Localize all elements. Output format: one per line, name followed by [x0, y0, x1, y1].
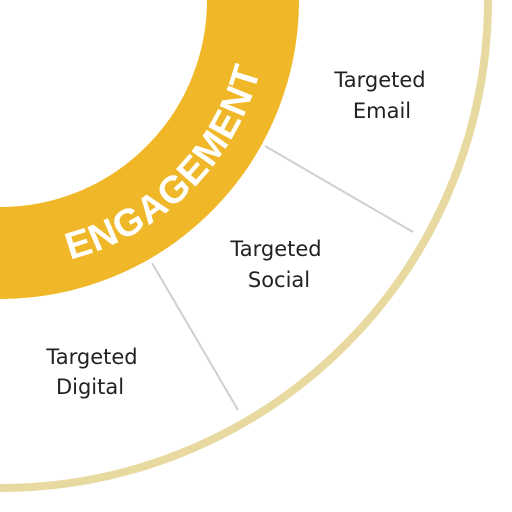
divider-email-social: [264, 145, 414, 233]
segment-digital-line2: Digital: [56, 375, 124, 399]
segment-targeted-social: Targeted Social: [229, 237, 321, 292]
segment-targeted-email: Targeted Email: [333, 68, 425, 123]
segment-email-line1: Targeted: [333, 68, 425, 92]
segment-digital-line1: Targeted: [45, 345, 137, 369]
divider-social-digital: [151, 262, 239, 411]
segment-social-line2: Social: [248, 268, 310, 292]
segment-targeted-digital: Targeted Digital: [45, 345, 137, 399]
segment-email-line2: Email: [353, 99, 411, 123]
segment-social-line1: Targeted: [229, 237, 321, 261]
